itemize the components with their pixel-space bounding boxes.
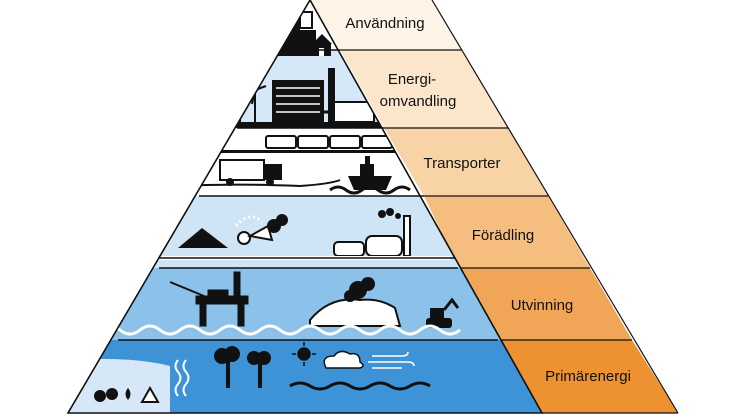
cloud-icon — [323, 350, 364, 369]
label-utvinning: Utvinning — [511, 297, 574, 314]
panel-foradling — [424, 196, 590, 268]
wind-icon — [368, 351, 415, 369]
label-anvandning: Användning — [345, 15, 424, 32]
band-dividers — [118, 49, 498, 341]
mine-icon — [309, 277, 402, 327]
label-energi: Energi- — [388, 71, 436, 88]
level-labels: Användning Energi- omvandling Transporte… — [345, 15, 631, 385]
ship-icon — [348, 156, 392, 190]
pyramid-outline — [66, 0, 544, 414]
label-primarenergi: Primärenergi — [545, 368, 631, 385]
coal-pile-icon — [178, 228, 228, 248]
label-panels — [309, 0, 679, 414]
oil-platform-icon — [169, 271, 249, 327]
fuel-icons — [94, 385, 160, 403]
refinery-icon — [333, 208, 411, 257]
panel-primarenergi — [498, 340, 678, 413]
label-foradling: Förädling — [472, 227, 535, 244]
panel-anvandning — [310, 0, 462, 50]
panel-energiomvandling — [340, 50, 508, 128]
label-omvandling: omvandling — [380, 93, 457, 110]
panel-transporter — [384, 128, 548, 196]
sun-icon — [292, 342, 316, 366]
panel-utvinning — [458, 268, 632, 340]
tree-icon — [214, 346, 271, 388]
truck-icon — [219, 159, 282, 186]
label-transporter: Transporter — [424, 155, 501, 172]
power-plant-icon — [272, 68, 375, 123]
train-icon — [265, 135, 393, 149]
crusher-icon — [234, 214, 288, 245]
heat-wave-icon — [174, 359, 190, 397]
